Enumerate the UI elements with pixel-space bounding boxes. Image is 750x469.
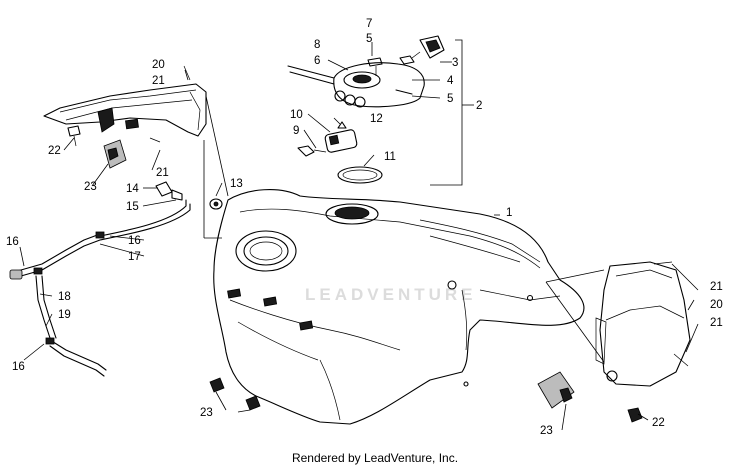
callout-label: 19 [58, 309, 71, 321]
callout-label: 22 [652, 417, 665, 429]
callout-label: 23 [200, 407, 213, 419]
callout-label: 23 [540, 425, 553, 437]
callout-label: 1 [506, 207, 512, 219]
callout-label: 20 [710, 299, 723, 311]
left-shield [43, 65, 207, 169]
callout-label: 15 [126, 201, 139, 213]
group-bracket [430, 39, 463, 186]
fuel-tank [213, 189, 585, 425]
callout-label: 10 [290, 109, 303, 121]
leader-lines [19, 42, 699, 431]
callout-label: 5 [447, 93, 453, 105]
callout-label: 14 [126, 183, 139, 195]
credit-text: Rendered by LeadVenture, Inc. [292, 451, 458, 465]
callout-label: 12 [370, 113, 383, 125]
callout-label: 17 [128, 251, 141, 263]
callout-label: 16 [128, 235, 141, 247]
fuel-lines [9, 181, 223, 377]
callout-label: 4 [447, 75, 454, 87]
callout-label: 21 [152, 75, 165, 87]
callout-label: 9 [293, 125, 299, 137]
callout-labels: 1 2 3 4 5 5 6 7 8 9 10 11 12 13 14 15 16… [6, 18, 723, 437]
right-shield [537, 261, 691, 423]
callout-label: 21 [710, 281, 723, 293]
callout-label: 21 [710, 317, 723, 329]
callout-label: 5 [366, 33, 372, 45]
callout-label: 11 [384, 151, 396, 163]
tank-clips [209, 377, 261, 411]
callout-label: 2 [476, 100, 482, 112]
watermark: LEADVENTURE [305, 285, 477, 304]
callout-label: 8 [314, 39, 320, 51]
fuel-pump-assembly [287, 35, 445, 184]
callout-label: 7 [366, 18, 372, 30]
callout-label: 23 [84, 181, 97, 193]
callout-label: 22 [48, 145, 61, 157]
callout-label: 6 [314, 55, 320, 67]
callout-label: 16 [6, 236, 19, 248]
callout-label: 16 [12, 361, 25, 373]
callout-label: 3 [452, 57, 458, 69]
callout-label: 20 [152, 59, 165, 71]
callout-label: 21 [156, 167, 169, 179]
callout-label: 18 [58, 291, 71, 303]
callout-label: 13 [230, 178, 243, 190]
